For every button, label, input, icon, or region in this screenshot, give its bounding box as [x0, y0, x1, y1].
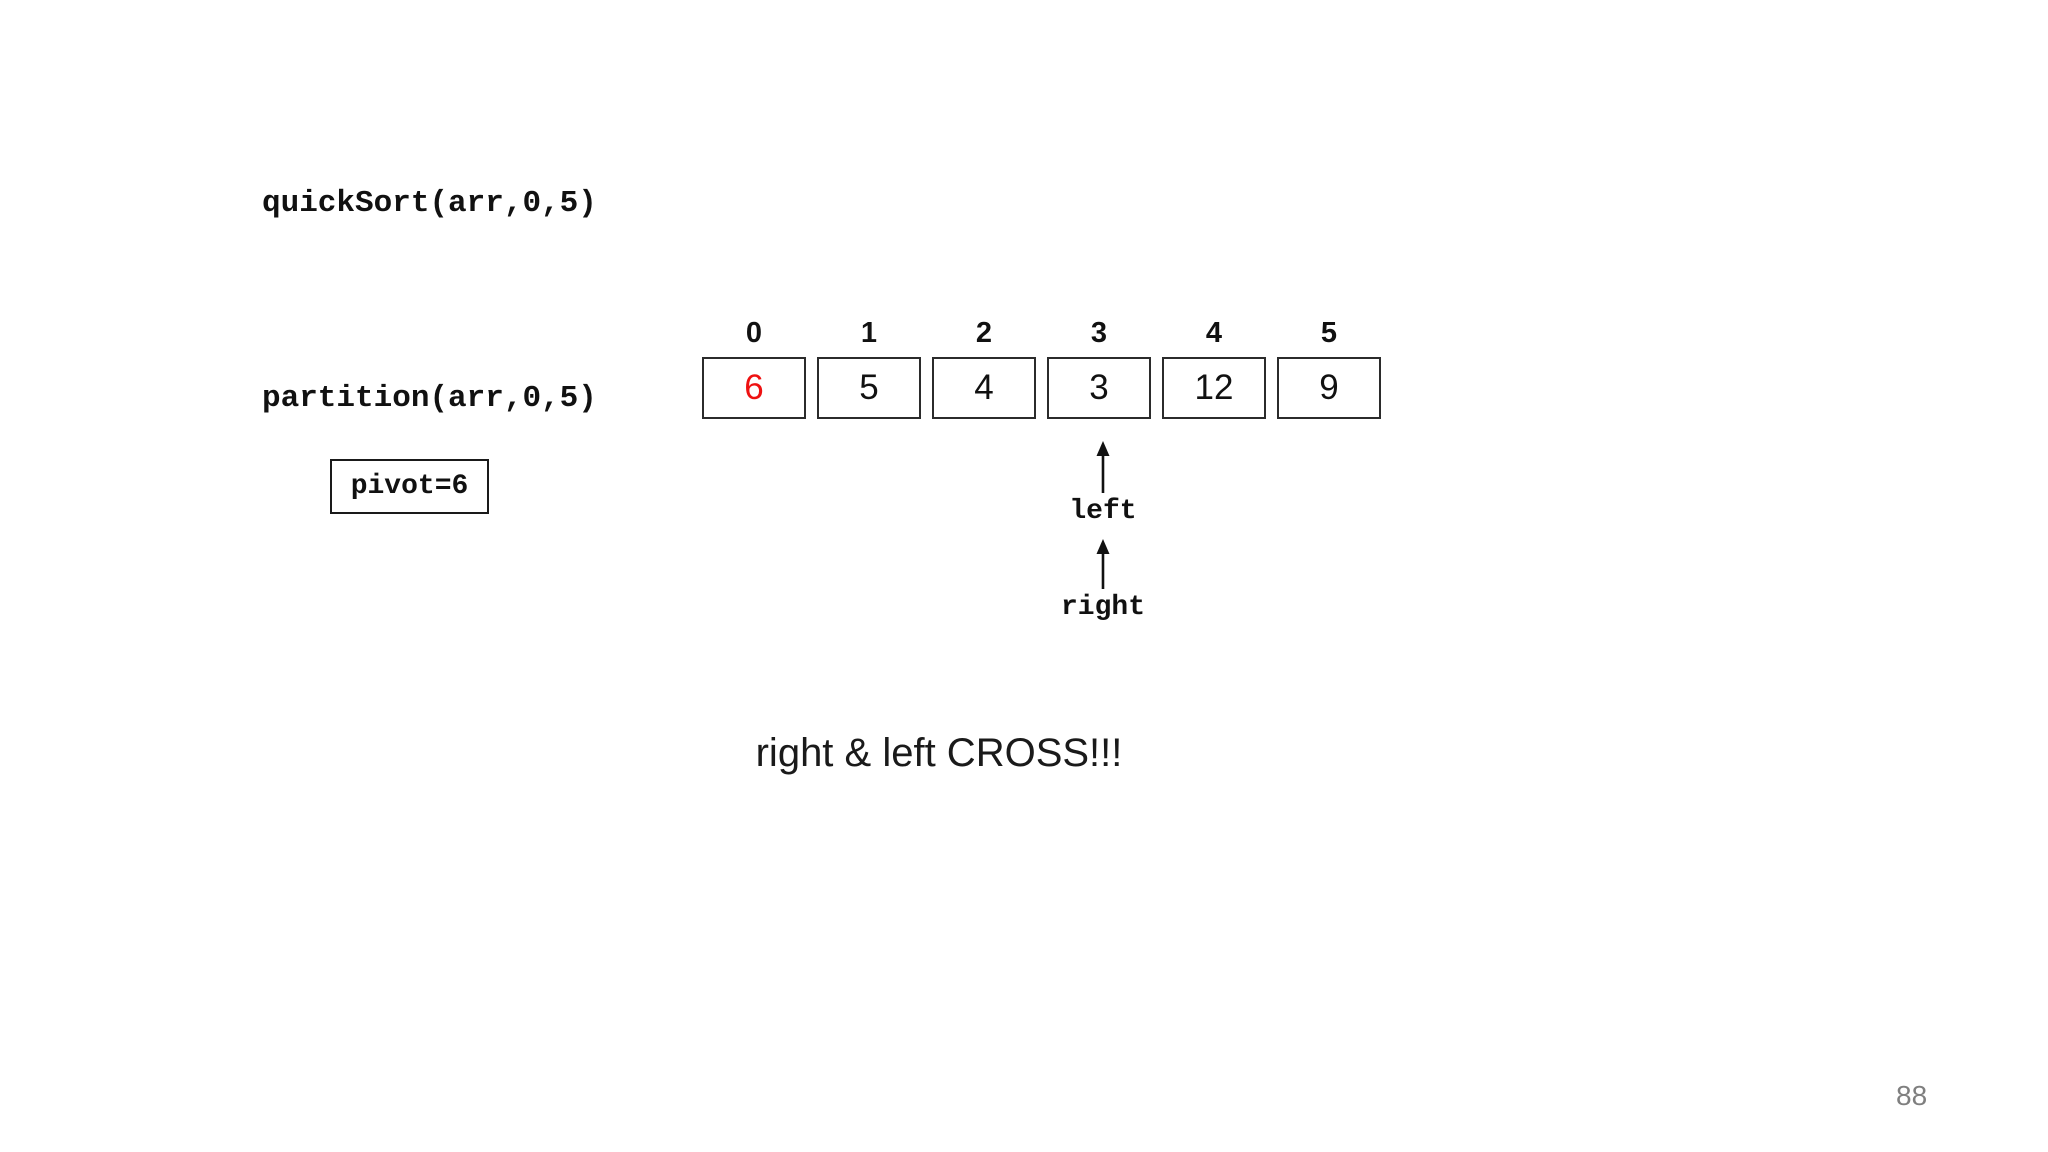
array-column-5: 5 9: [1277, 315, 1381, 419]
array-index-label: 0: [745, 317, 763, 349]
array-column-3: 3 3: [1047, 315, 1151, 419]
pivot-label: pivot=6: [350, 471, 469, 502]
array-cell: 4: [932, 357, 1036, 419]
array-column-1: 1 5: [817, 315, 921, 419]
array-cell: 9: [1277, 357, 1381, 419]
array-cell-value: 3: [1089, 368, 1109, 407]
pointer-stack: left right: [1061, 441, 1145, 625]
partition-call-label: partition(arr,0,5): [262, 381, 597, 416]
array-cell-value: 4: [974, 368, 994, 407]
pivot-box: pivot=6: [330, 459, 489, 514]
array-column-4: 4 12: [1162, 315, 1266, 419]
cross-note: right & left CROSS!!!: [755, 731, 1123, 775]
left-pointer-label: left: [1069, 496, 1137, 527]
quicksort-call-label: quickSort(arr,0,5): [262, 186, 597, 221]
array-cell-value: 9: [1319, 368, 1339, 407]
up-arrow-icon: [1096, 539, 1110, 589]
array-cell-value: 12: [1194, 368, 1234, 407]
array-column-0: 0 6: [702, 315, 806, 419]
array-diagram: 0 6 1 5 2 4 3 3 4 12: [702, 315, 1381, 419]
array-column-2: 2 4: [932, 315, 1036, 419]
array-index-label: 3: [1090, 317, 1108, 349]
array-cell-value: 5: [859, 368, 879, 407]
page-number: 88: [1896, 1080, 1928, 1111]
array-cell: 3: [1047, 357, 1151, 419]
array-index-label: 1: [860, 317, 878, 349]
array-cell: 12: [1162, 357, 1266, 419]
right-pointer-label: right: [1060, 592, 1146, 623]
array-index-label: 4: [1205, 317, 1223, 349]
array-cell: 6: [702, 357, 806, 419]
array-index-label: 2: [975, 317, 993, 349]
up-arrow-icon: [1096, 441, 1110, 493]
array-cell-value: 6: [744, 368, 764, 407]
array-cell: 5: [817, 357, 921, 419]
array-index-label: 5: [1320, 317, 1338, 349]
